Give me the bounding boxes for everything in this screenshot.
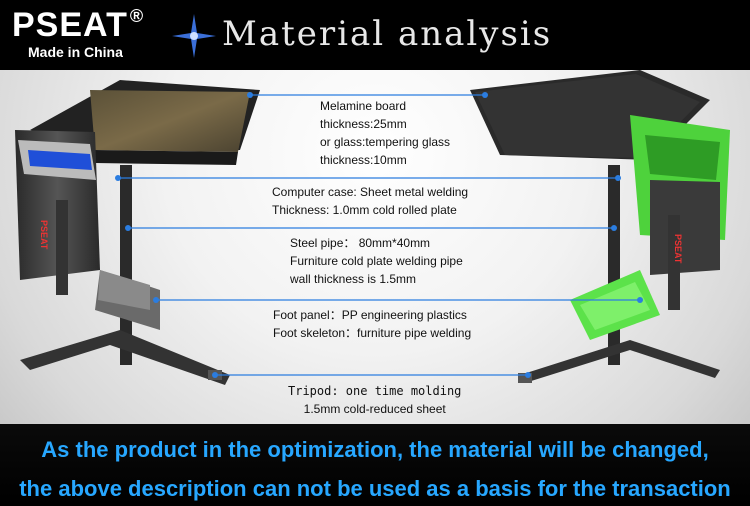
disclaimer-line-1: As the product in the optimization, the … bbox=[41, 437, 709, 462]
right-steel-pipe bbox=[608, 165, 620, 365]
callout-dots bbox=[115, 92, 643, 378]
desk-illustration bbox=[15, 70, 730, 385]
right-tripod bbox=[520, 340, 720, 382]
callout-board: Melamine board thickness:25mm or glass:t… bbox=[320, 99, 451, 167]
left-desk bbox=[15, 80, 260, 385]
right-product-label bbox=[668, 215, 680, 310]
left-tripod bbox=[20, 330, 230, 385]
brand-tagline: Made in China bbox=[28, 44, 123, 60]
disclaimer-line-2: the above description can not be used as… bbox=[19, 476, 731, 501]
left-product-label bbox=[56, 200, 68, 295]
left-product-text: PSEAT bbox=[39, 220, 49, 250]
right-product-text: PSEAT bbox=[673, 234, 683, 264]
left-blue-vent bbox=[28, 150, 92, 170]
callout-lines bbox=[118, 94, 640, 376]
sparkle-icon bbox=[172, 14, 216, 58]
footer-bar bbox=[0, 424, 750, 506]
callout-foot: Foot panel：PP engineering plastics Foot … bbox=[273, 308, 472, 340]
header-bar: PSEAT® Made in China Material analysis bbox=[0, 0, 750, 70]
page-title: Material analysis bbox=[222, 14, 553, 54]
melamine-board-top bbox=[90, 90, 250, 152]
callout-pipe: Steel pipe： 80mm*40mm Furniture cold pla… bbox=[290, 236, 463, 286]
brand-logo: PSEAT® bbox=[12, 6, 145, 44]
callout-tripod: Tripod: one time molding 1.5mm cold-redu… bbox=[288, 384, 462, 416]
callout-case: Computer case: Sheet metal welding Thick… bbox=[272, 185, 469, 217]
right-desk bbox=[470, 70, 730, 383]
